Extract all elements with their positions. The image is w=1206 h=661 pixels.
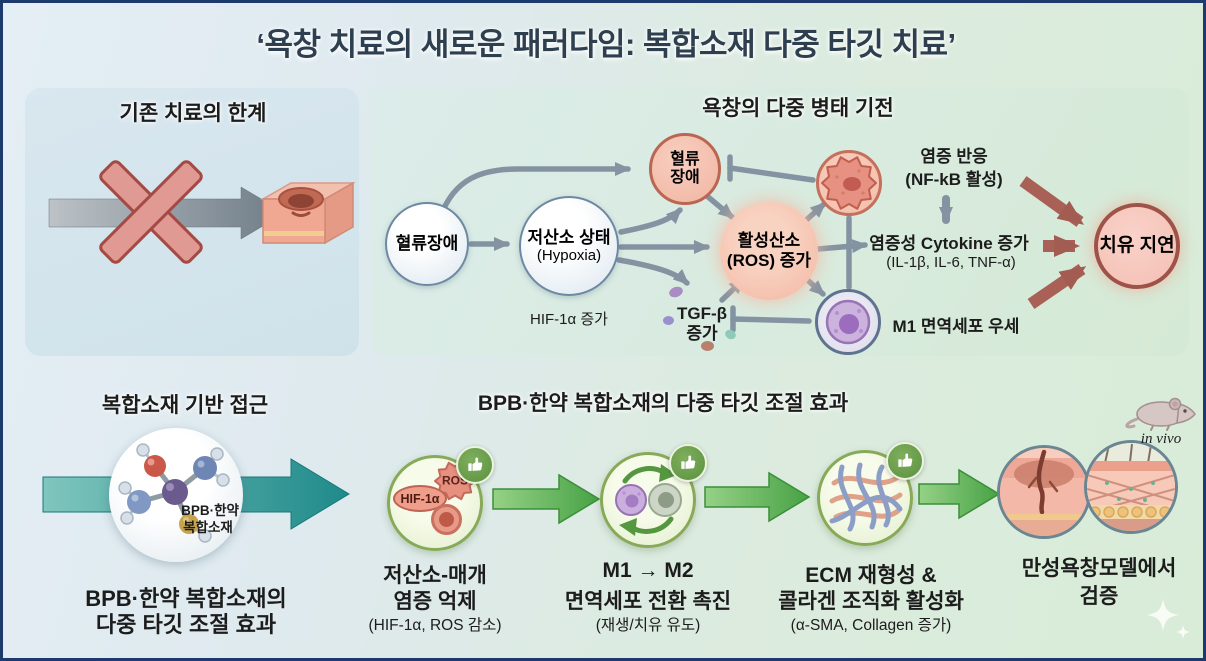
thumb-glyph xyxy=(898,453,913,467)
blood-flow2-line2: 장애 xyxy=(670,169,700,186)
thumbs-up-icon xyxy=(886,442,924,480)
ros-line1: 활성산소 xyxy=(737,231,801,251)
arrow-hypoxia-to-tgf xyxy=(616,257,690,286)
inflammation-response-label: 염증 반응 (NF-kB 활성) xyxy=(905,146,1002,192)
limitations-title: 기존 치료의 한계 xyxy=(119,102,267,125)
step3-label-line2: 콜라겐 조직화 활성화 xyxy=(778,590,964,613)
cytokine-increase-label: 염증성 Cytokine 증가 xyxy=(869,234,1029,253)
tgf-blob-icon xyxy=(663,316,674,325)
hif-badge-label: HIF-1α xyxy=(400,491,440,506)
step1-label-line1: 저산소-매개 xyxy=(383,564,487,587)
m1-dominance-label: M1 면역세포 우세 xyxy=(892,317,1020,336)
thumb-glyph xyxy=(681,455,696,469)
mechanism-title: 욕창의 다중 병태 기전 xyxy=(702,97,894,120)
validation-label-line2: 검증 xyxy=(1079,585,1119,608)
effects-title: BPB·한약 복합소재의 다중 타깃 조절 효과 xyxy=(477,392,849,415)
in-vivo-label: in vivo xyxy=(1140,431,1182,447)
molecule-glyph xyxy=(118,443,230,543)
node-hypoxia: 저산소 상태 (Hypoxia) xyxy=(519,196,619,296)
inflammation-line2: (NF-kB 활성) xyxy=(905,169,1003,189)
approach-caption-line2: 다중 타깃 조절 효과 xyxy=(95,612,277,637)
tgf-increase-label: TGF-β 증가 xyxy=(677,304,727,345)
effect-flow-arrows xyxy=(492,468,1001,525)
arrow-bloodflow-to-upper-bloodflow xyxy=(438,162,631,218)
red-x-icon xyxy=(99,160,203,264)
m1-m2-conversion-glyph xyxy=(615,464,682,536)
thumb-glyph xyxy=(468,457,483,471)
thumbs-up-icon xyxy=(456,446,494,484)
inflammatory-cell-glyph xyxy=(821,156,877,210)
arrow-ros-to-cytokine xyxy=(815,239,868,254)
hypoxia-en-label: (Hypoxia) xyxy=(536,247,602,265)
validation-label-line1: 만성욕창모델에서 xyxy=(1021,557,1177,580)
arrow-hypoxia-to-upper-bloodflow xyxy=(618,207,683,235)
main-title: ‘욕창 치료의 새로운 패러다임: 복합소재 다중 타깃 치료’ xyxy=(256,27,956,62)
step1-label-line2: 염증 억제 xyxy=(393,590,477,613)
tgf-blob-icon xyxy=(701,341,714,351)
node-blood-flow-disorder: 혈류장애 xyxy=(385,202,469,286)
cell-icon xyxy=(431,504,462,535)
composite-molecule-circle xyxy=(109,428,243,562)
node-ros-increase: 활성산소 (ROS) 증가 xyxy=(720,202,818,300)
hypoxia-label: 저산소 상태 xyxy=(527,227,611,247)
arrow-upper-bloodflow-to-ros xyxy=(704,193,735,220)
wounded-skin-block-illustration xyxy=(260,181,356,245)
step3-sublabel: (α-SMA, Collagen 증가) xyxy=(790,617,952,634)
node-blood-flow-impairment: 혈류 장애 xyxy=(649,133,721,205)
molecule-label-line2: 복합소재 xyxy=(183,520,233,535)
mouse-icon xyxy=(1125,397,1196,431)
ecm-fibers-glyph xyxy=(829,462,903,532)
inflammatory-cell-icon xyxy=(816,150,882,216)
arrow-step1-step2 xyxy=(492,473,601,525)
blood-flow2-line1: 혈류 xyxy=(670,150,700,168)
tgf-line1: TGF-β xyxy=(676,304,728,323)
node-healing-delay: 치유 지연 xyxy=(1094,203,1180,289)
inhibit-line-tgf-m1 xyxy=(730,316,812,324)
healed-skin-glyph xyxy=(1087,443,1175,531)
tgf-line2: 증가 xyxy=(686,324,718,344)
arrow-step2-step3 xyxy=(704,471,811,523)
healed-skin-icon xyxy=(1084,440,1178,534)
mechanism-arrows xyxy=(438,154,953,333)
molecule-label-line1: BPB·한약 xyxy=(181,503,239,518)
step3-label-line1: ECM 재형성 & xyxy=(805,564,937,587)
hif-increase-note: HIF-1α 증가 xyxy=(530,311,608,328)
ros-line2: (ROS) 증가 xyxy=(726,251,812,270)
chronic-wound-skin-icon xyxy=(997,445,1091,539)
step2-circle xyxy=(600,452,696,548)
cytokine-detail-label: (IL-1β, IL-6, TNF-α) xyxy=(886,254,1016,271)
thumbs-up-icon xyxy=(669,444,707,482)
step2-label-line2: 면역세포 전환 촉진 xyxy=(564,590,732,613)
inhibit-line-bloodflow-inflammation xyxy=(727,165,816,183)
step2-label-line1: M1 → M2 xyxy=(602,559,694,582)
sparkle-icon xyxy=(1147,599,1190,639)
node-blood-flow-label: 혈류장애 xyxy=(395,234,459,254)
healing-delay-label: 치유 지연 xyxy=(1099,235,1175,257)
arrow-step3-validation xyxy=(918,468,1001,520)
m1-cell-glyph xyxy=(825,299,871,345)
cell-nucleus xyxy=(439,512,454,527)
step2-sublabel: (재생/치유 유도) xyxy=(595,617,701,634)
approach-caption-line1: BPB·한약 복합소재의 xyxy=(85,586,287,611)
step3-circle xyxy=(817,450,913,546)
inflammation-line1: 염증 반응 xyxy=(920,147,988,166)
wound-skin-glyph xyxy=(1000,448,1088,536)
step1-sublabel: (HIF-1α, ROS 감소) xyxy=(368,617,502,634)
arrow-m1-to-delay xyxy=(1027,264,1087,309)
arrow-inflammation-to-delay xyxy=(1019,176,1085,227)
approach-title: 복합소재 기반 접근 xyxy=(101,394,269,417)
m1-immune-cell-icon xyxy=(815,289,881,355)
healing-delay-arrows xyxy=(1019,176,1087,309)
